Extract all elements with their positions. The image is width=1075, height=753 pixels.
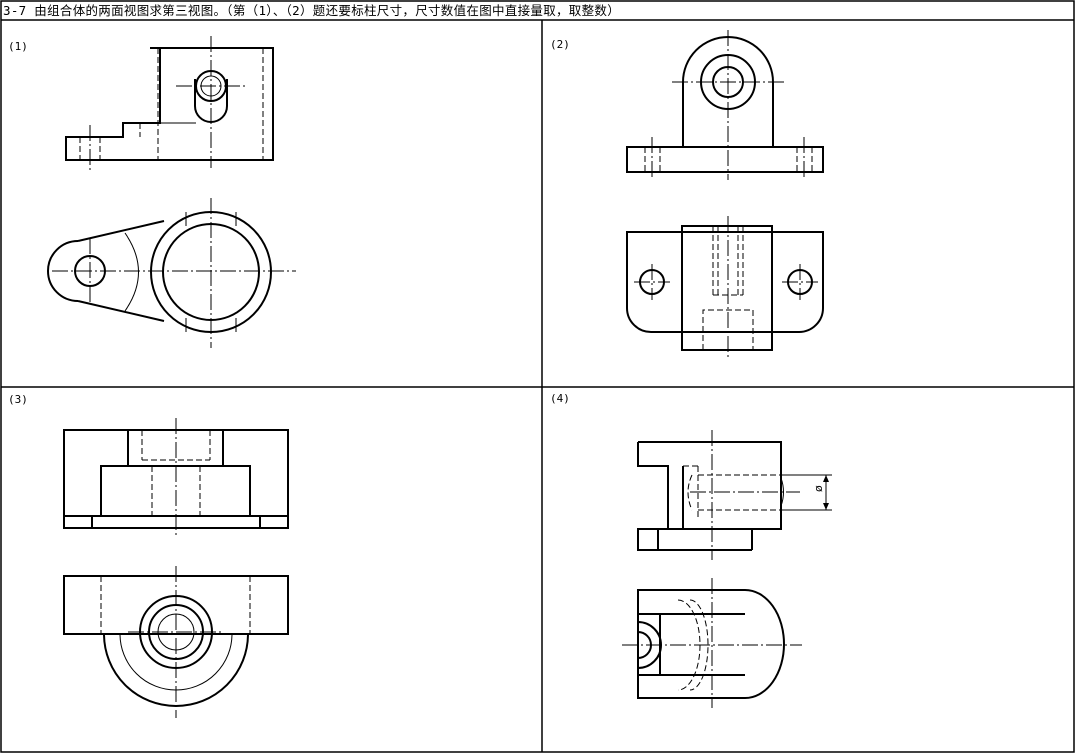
diameter-symbol: ø [812,485,825,492]
panel-3-front-view [63,418,289,535]
panel-3-label: (3) [8,393,28,406]
panel-4-front-view [637,430,832,560]
panel-1-front-view [65,36,274,170]
panel-1-label: (1) [8,40,28,53]
exercise-title: 3-7 由组合体的两面视图求第三视图。（第（1）、（2）题还要标柱尺寸，尺寸数值… [3,3,621,18]
panel-2-top-view [626,216,824,360]
panel-4-top-view [622,578,802,708]
panel-1-top-view [47,198,296,348]
panel-2-label: (2) [550,38,570,51]
panel-3-top-view [63,566,289,718]
panel-4-label: (4) [550,392,570,405]
panel-2-front-view [626,30,824,180]
